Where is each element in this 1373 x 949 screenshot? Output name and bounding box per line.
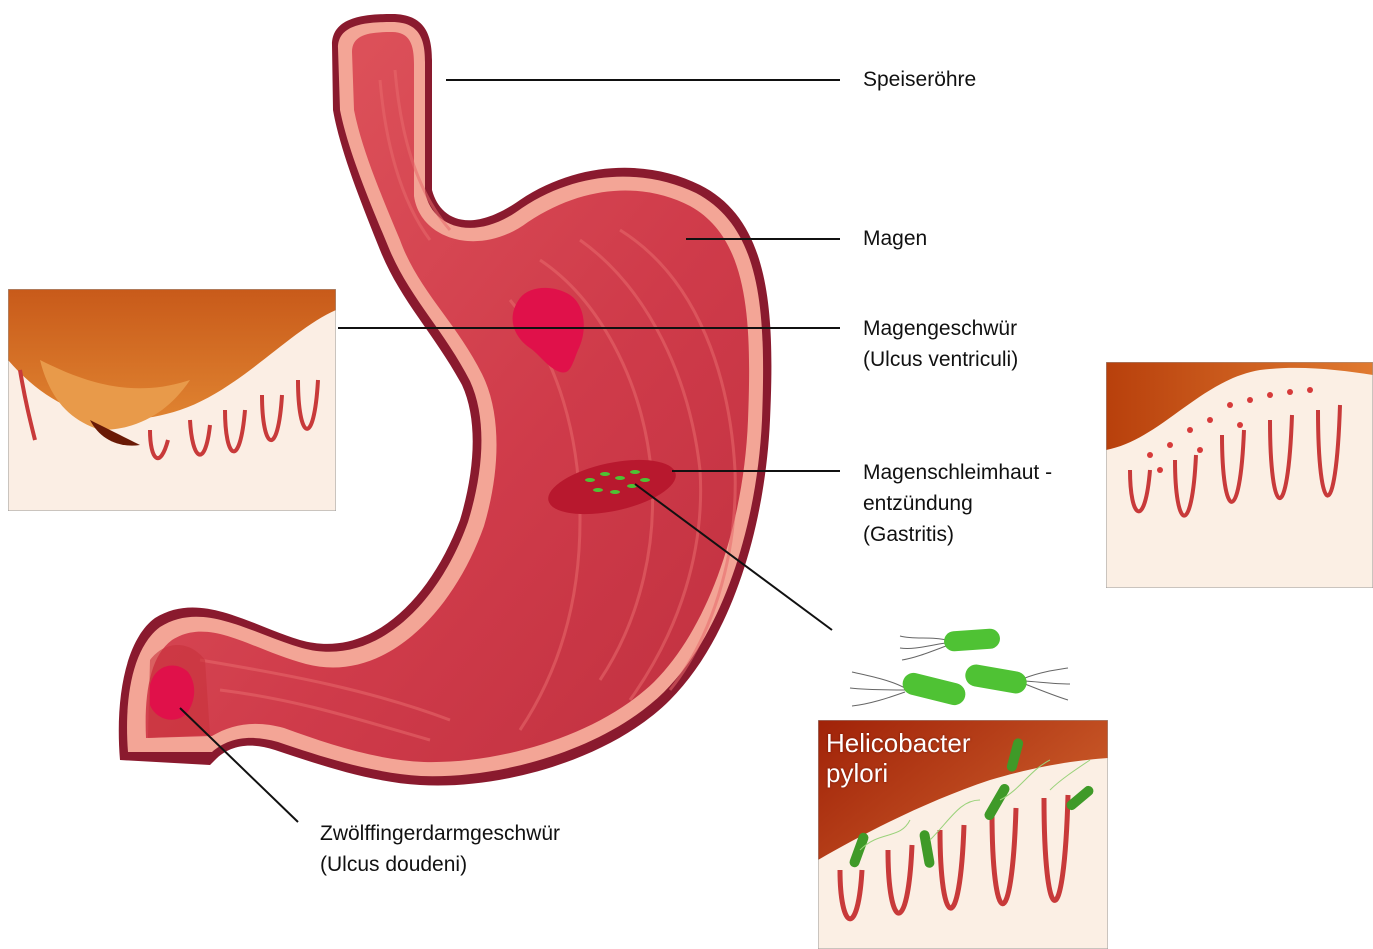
label-gastritis-line2: entzündung bbox=[863, 488, 1052, 519]
label-duodenal-ulcer-line2: (Ulcus doudeni) bbox=[320, 849, 560, 880]
label-duodenal-ulcer-line1: Zwölffingerdarmgeschwür bbox=[320, 818, 560, 849]
bacterium-2 bbox=[850, 671, 968, 708]
label-gastritis-line3: (Gastritis) bbox=[863, 519, 1052, 550]
label-duodenal-ulcer: Zwölffingerdarmgeschwür (Ulcus doudeni) bbox=[320, 818, 560, 880]
label-gastritis: Magenschleimhaut - entzündung (Gastritis… bbox=[863, 457, 1052, 550]
label-esophagus-text: Speiseröhre bbox=[863, 64, 976, 95]
inset-helicobacter-title-line2: pylori bbox=[826, 758, 971, 788]
label-gastritis-line1: Magenschleimhaut - bbox=[863, 457, 1052, 488]
label-esophagus: Speiseröhre bbox=[863, 64, 976, 95]
inset-helicobacter-title-line1: Helicobacter bbox=[826, 728, 971, 758]
label-gastric-ulcer-line2: (Ulcus ventriculi) bbox=[863, 344, 1018, 375]
bacterium-3 bbox=[964, 663, 1070, 700]
inset-helicobacter-title: Helicobacter pylori bbox=[826, 728, 971, 788]
label-stomach-text: Magen bbox=[863, 223, 927, 254]
duodenal-ulcer-spot bbox=[150, 666, 194, 720]
label-stomach: Magen bbox=[863, 223, 927, 254]
label-gastric-ulcer: Magengeschwür (Ulcus ventriculi) bbox=[863, 313, 1018, 375]
helicobacter-bacteria-group bbox=[850, 628, 1070, 707]
inset-gastric-ulcer bbox=[8, 289, 336, 511]
label-gastric-ulcer-line1: Magengeschwür bbox=[863, 313, 1018, 344]
inset-gastritis bbox=[1106, 362, 1373, 588]
bacterium-1 bbox=[900, 628, 1001, 660]
